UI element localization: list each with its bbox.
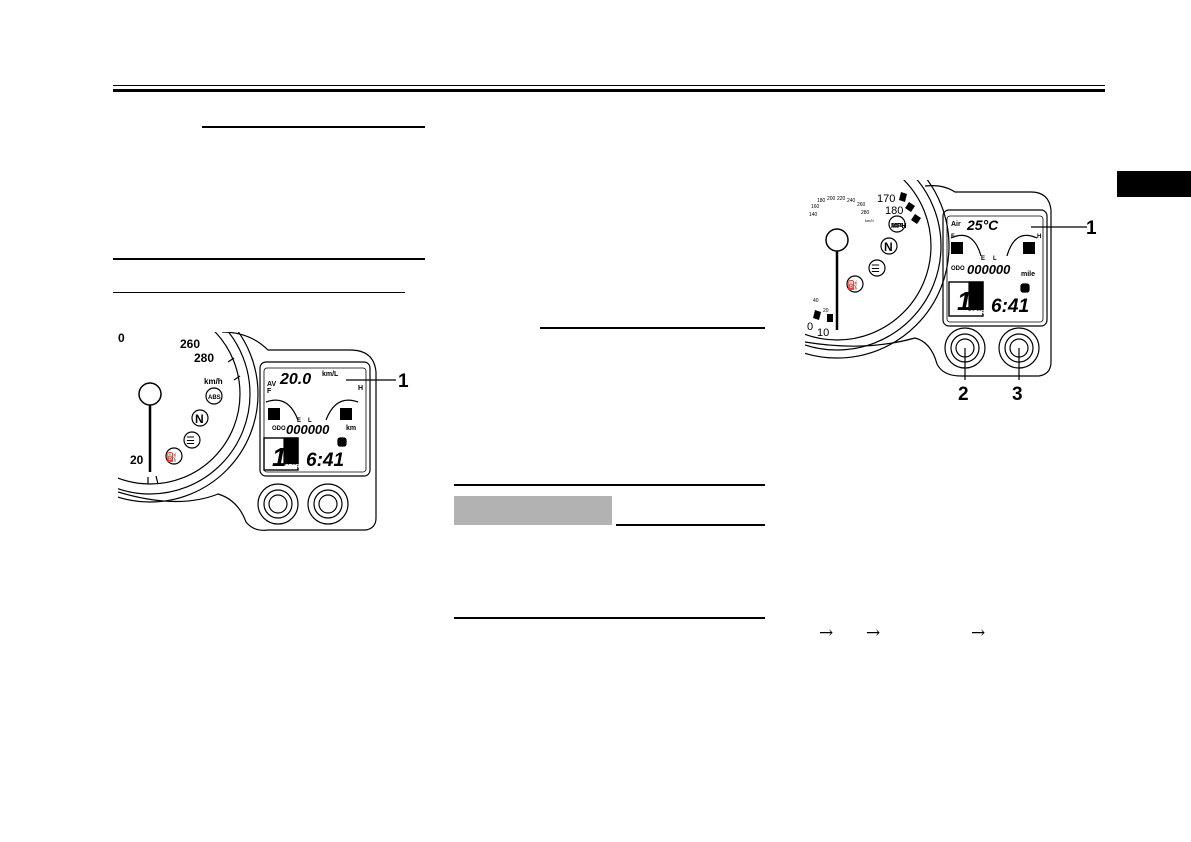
left-rule-2: [113, 258, 425, 260]
gear-label: GEAR: [970, 310, 985, 316]
coolant-icon: [1023, 242, 1035, 254]
lcd-temp-value: 25°C: [966, 217, 999, 233]
gear-indicator: 1: [957, 286, 971, 316]
kmh-scale-20: 20: [823, 308, 829, 314]
lcd-h: H: [358, 385, 363, 392]
callout-1-left: 1: [398, 371, 409, 392]
odo-value: 000000: [967, 262, 1011, 277]
kmh-scale-40: 40: [813, 298, 819, 304]
speedo-tick-0: 0: [807, 321, 813, 333]
header-rule-thin: [113, 85, 1105, 86]
left-rule-3: [113, 292, 405, 293]
speedo-tick-280: 280: [194, 351, 214, 365]
arrow-2: →: [866, 623, 881, 643]
callout-3: 3: [1012, 384, 1023, 402]
clock-display: 6:41: [991, 296, 1029, 317]
clock-display: 6:41: [306, 450, 344, 471]
callout-1-right: 1: [1086, 218, 1097, 239]
speedo-tick-10: 10: [817, 327, 829, 339]
lcd-l: L: [993, 256, 997, 262]
small-unit-kmh: km/h: [865, 218, 874, 223]
neutral-indicator: N: [884, 240, 893, 254]
odo-unit: mile: [1021, 271, 1035, 278]
coolant-icon: [340, 408, 352, 420]
headlight-icon: ☰: [871, 264, 880, 275]
headlight-icon: ☰: [186, 436, 195, 447]
lcd-e: E: [297, 418, 301, 424]
note-box: [454, 496, 612, 525]
kmh-scale-180: 180: [817, 198, 826, 204]
left-heading-rule: [202, 126, 425, 128]
arrow-3: →: [971, 623, 986, 643]
gear-label: GEAR: [285, 464, 300, 470]
speed-unit-mph: MPH: [891, 223, 907, 230]
kmh-scale-140: 140: [809, 212, 818, 218]
callout-2: 2: [958, 384, 969, 402]
middle-rule-2: [454, 484, 765, 486]
header-rule-thick: [113, 89, 1105, 92]
odo-label: ODO: [951, 266, 965, 272]
lcd-av: AV: [267, 381, 277, 388]
abs-indicator: ABS: [208, 395, 221, 401]
middle-heading-rule: [540, 327, 765, 329]
lcd-air-label: Air: [951, 221, 961, 228]
note-rule: [616, 524, 765, 526]
instrument-figure-left: 260 280 20 0 km/h ABS N ⛽ ☰ AV F H 20.0 …: [118, 332, 409, 531]
lcd-top-unit: km/L: [322, 371, 339, 378]
lcd-f: F: [267, 388, 272, 395]
lcd-top-value: 20.0: [279, 371, 311, 388]
abs-indicator: ABS: [892, 223, 903, 229]
lcd-e: E: [981, 256, 985, 262]
kmh-scale-280: 280: [861, 210, 870, 216]
fuel-icon: [268, 408, 280, 420]
middle-rule-3: [454, 617, 765, 619]
speedo-tick-170: 170: [877, 193, 895, 205]
instrument-figure-right: 170 180 10 0 180 200 220 240 260 280 160…: [805, 180, 1097, 402]
kmh-scale-260: 260: [857, 202, 866, 208]
lcd-f: F: [951, 234, 955, 240]
arrow-1: →: [819, 623, 834, 643]
neutral-indicator: N: [195, 412, 204, 426]
odo-value: 000000: [286, 422, 330, 437]
odo-unit: km: [346, 425, 356, 432]
kmh-scale-220: 220: [837, 196, 846, 202]
speedo-tick-20: 20: [130, 453, 144, 467]
kmh-scale-200: 200: [827, 196, 836, 202]
lcd-h: H: [1037, 234, 1041, 240]
speedo-tick-0: 0: [118, 332, 125, 345]
speed-unit: km/h: [204, 377, 223, 386]
fuel-icon: [951, 242, 963, 254]
kmh-scale-160: 160: [811, 204, 820, 210]
gear-indicator: 1: [272, 442, 286, 472]
odo-label: ODO: [272, 426, 286, 432]
speedo-tick-260: 260: [180, 337, 200, 351]
oil-icon: ⛽: [166, 451, 177, 462]
section-tab: [1117, 171, 1191, 197]
oil-icon: ⛽: [847, 279, 858, 290]
lcd-l: L: [308, 418, 312, 424]
speedo-tick-180: 180: [885, 205, 903, 217]
kmh-scale-240: 240: [847, 198, 856, 204]
